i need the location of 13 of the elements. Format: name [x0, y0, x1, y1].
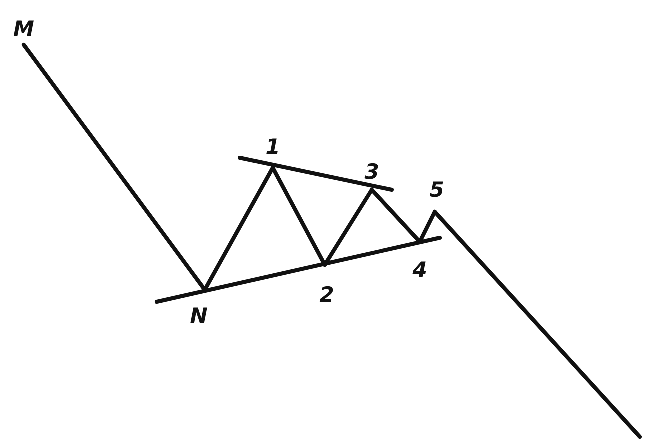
price-line: [271, 166, 327, 267]
price-line: [22, 43, 207, 292]
point-label: 4: [412, 258, 428, 282]
price-line: [433, 210, 642, 439]
point-label: N: [190, 304, 208, 328]
point-label: 1: [266, 135, 280, 159]
point-label: 5: [430, 178, 444, 202]
point-label: 3: [364, 160, 380, 184]
point-label: M: [14, 17, 34, 41]
point-label: 2: [320, 283, 334, 307]
price-line: [203, 166, 275, 292]
price-line: [323, 188, 374, 267]
price-line: [370, 188, 422, 244]
